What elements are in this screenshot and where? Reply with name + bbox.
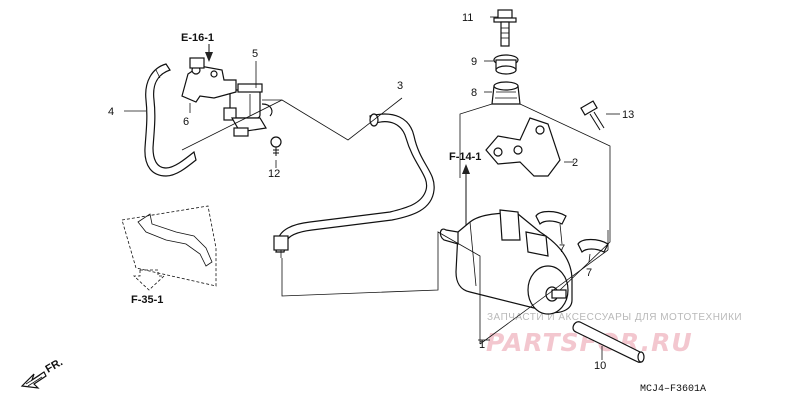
- front-direction-arrow: FR.: [20, 356, 65, 389]
- clamp-7a: [535, 210, 567, 226]
- bracket-2: [485, 117, 561, 177]
- ref-f14-label[interactable]: F-14-1: [449, 151, 481, 163]
- label-part-7a[interactable]: 7: [559, 243, 565, 255]
- ref-e16-label[interactable]: E-16-1: [181, 32, 214, 44]
- canister-1: [439, 209, 573, 315]
- ref-f35-group: F-35-1: [131, 269, 166, 306]
- label-part-1[interactable]: 1: [479, 339, 485, 351]
- label-part-9[interactable]: 9: [471, 56, 477, 68]
- label-part-6[interactable]: 6: [183, 116, 189, 128]
- ref-f35-label[interactable]: F-35-1: [131, 294, 163, 306]
- solenoid-valve-5: [223, 83, 273, 137]
- bolt-11: [493, 9, 517, 47]
- collar-9: [493, 54, 519, 75]
- front-label: FR.: [44, 356, 65, 375]
- bracket-6: [181, 57, 237, 103]
- rubber-8: [491, 81, 521, 105]
- label-part-5[interactable]: 5: [252, 48, 258, 60]
- hose-4: [144, 63, 197, 177]
- label-part-13[interactable]: 13: [622, 109, 634, 121]
- clamp-7b: [577, 238, 609, 254]
- label-part-8[interactable]: 8: [471, 87, 477, 99]
- hose-10: [572, 321, 645, 363]
- label-part-2[interactable]: 2: [572, 157, 578, 169]
- down-arrow-icon: [132, 269, 166, 291]
- screw-12: [270, 136, 282, 156]
- label-part-12[interactable]: 12: [268, 168, 280, 180]
- ref-e16-group: E-16-1: [181, 32, 214, 62]
- ref-f14-group: F-14-1: [449, 151, 481, 238]
- label-part-3[interactable]: 3: [397, 80, 403, 92]
- bracket-reference: [121, 205, 217, 287]
- leader-lines: [124, 16, 620, 360]
- bolt-13: [580, 100, 605, 131]
- front-arrow-icon: [20, 371, 47, 389]
- watermark-tagline: ЗАПЧАСТИ И АКСЕССУАРЫ ДЛЯ МОТОТЕХНИКИ: [487, 312, 742, 323]
- hose-3: [273, 113, 435, 258]
- drawing-code: MCJ4–F3601A: [640, 384, 706, 395]
- label-part-10[interactable]: 10: [594, 360, 606, 372]
- label-part-11[interactable]: 11: [462, 12, 473, 24]
- label-part-7b[interactable]: 7: [586, 267, 592, 279]
- label-part-4[interactable]: 4: [108, 106, 114, 118]
